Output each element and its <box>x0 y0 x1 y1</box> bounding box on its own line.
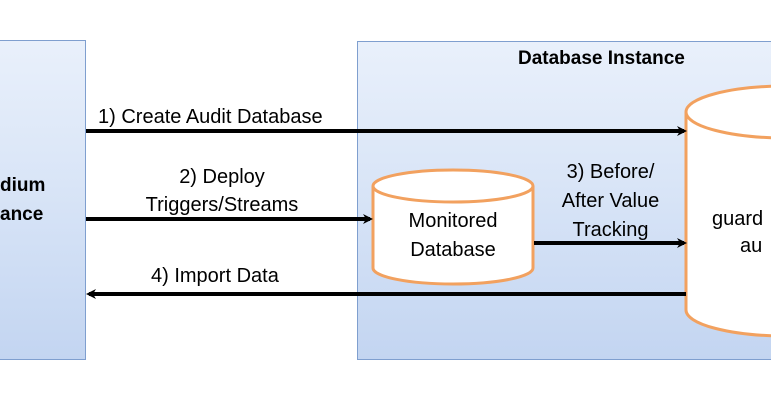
left-instance-panel <box>0 40 86 360</box>
step3-label-line1: 3) Before/ <box>566 161 655 183</box>
left-instance-title-line2: ance <box>0 204 44 225</box>
monitored-database-cylinder <box>371 168 535 286</box>
audit-database-label-line2: au <box>740 235 763 257</box>
step3-label-line3: Tracking <box>572 219 649 241</box>
monitored-database-label-line2: Database <box>410 239 496 261</box>
step2-label-line1: 2) Deploy <box>179 166 265 188</box>
step2-label-line2: Triggers/Streams <box>145 194 299 216</box>
step4-label: 4) Import Data <box>151 265 279 287</box>
step1-label: 1) Create Audit Database <box>98 106 323 128</box>
audit-database-cylinder <box>684 84 771 338</box>
left-instance-title-line1: dium <box>0 175 46 196</box>
database-instance-title: Database Instance <box>518 48 685 69</box>
audit-database-label-line1: guard <box>712 208 764 230</box>
monitored-database-label-line1: Monitored <box>408 210 498 232</box>
step3-label-line2: After Value <box>561 190 660 212</box>
